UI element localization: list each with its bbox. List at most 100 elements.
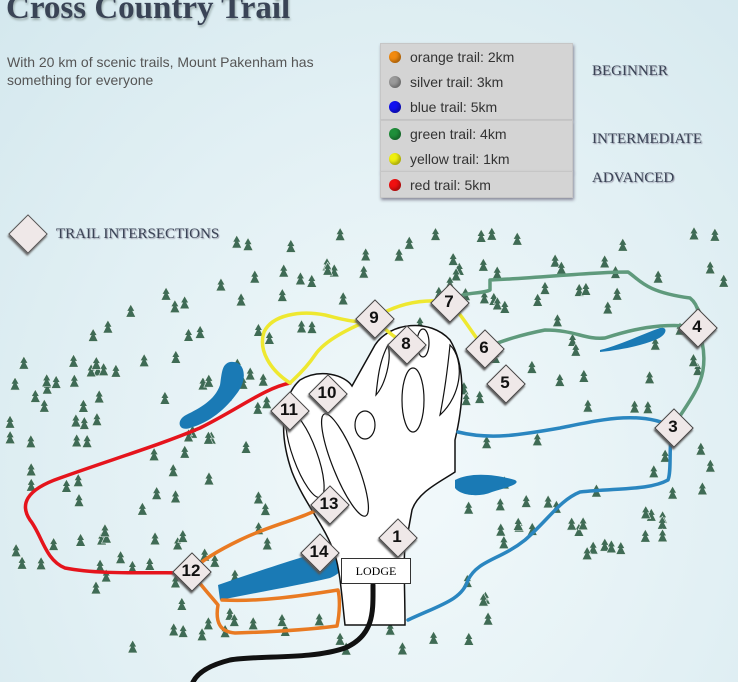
tree-icon [215, 277, 227, 292]
intersection-number: 8 [401, 334, 411, 353]
tree-icon [93, 389, 105, 404]
tree-icon [72, 472, 84, 487]
tree-icon [50, 374, 62, 389]
page-title: Cross Country Trail [6, 0, 291, 26]
tree-icon [170, 349, 182, 364]
legend-item-orange: orange trail: 2km [381, 44, 572, 69]
tree-icon [649, 336, 661, 351]
tree-icon [276, 287, 288, 302]
level-intermediate: INTERMEDIATE [592, 131, 702, 147]
tree-icon [704, 260, 716, 275]
intersection-marker-13[interactable]: 13 [310, 485, 350, 525]
tree-icon [209, 553, 221, 568]
intersection-marker-3[interactable]: 3 [654, 408, 694, 448]
tree-icon [136, 501, 148, 516]
tree-icon [25, 477, 37, 492]
tree-icon [403, 235, 415, 250]
tree-icon [90, 355, 102, 370]
tree-icon [549, 253, 561, 268]
tree-icon [481, 434, 493, 449]
tree-icon [276, 612, 288, 627]
intersection-marker-8[interactable]: 8 [387, 325, 427, 365]
tree-icon [360, 247, 372, 262]
tree-icon [602, 300, 614, 315]
intersection-number: 12 [181, 561, 201, 580]
tree-icon [228, 612, 240, 627]
tree-icon [294, 271, 306, 286]
tree-icon [640, 505, 652, 519]
intersection-number: 14 [309, 542, 329, 561]
tree-icon [611, 286, 623, 301]
tree-icon [70, 413, 82, 428]
tree-icon [263, 330, 275, 345]
tree-icon [167, 462, 179, 477]
legend-item-green: green trail: 4km [381, 121, 572, 146]
tree-icon [486, 226, 498, 241]
tree-icon [605, 539, 617, 554]
tree-icon [159, 390, 171, 405]
tree-icon [531, 432, 543, 446]
intersection-marker-11[interactable]: 11 [270, 391, 310, 431]
tree-icon [573, 282, 585, 297]
tree-icon [278, 263, 290, 278]
tree-icon [102, 319, 114, 334]
tree-icon [261, 394, 273, 409]
tree-icon [587, 540, 599, 555]
tree-icon [477, 592, 489, 607]
tree-icon [179, 295, 191, 310]
tree-icon [68, 373, 80, 388]
legend-item-silver: silver trail: 3km [381, 69, 572, 94]
tree-icon [252, 400, 264, 415]
intersection-marker-6[interactable]: 6 [465, 329, 505, 369]
intersection-marker-5[interactable]: 5 [486, 364, 526, 404]
tree-icon [169, 299, 181, 313]
legend-label: yellow trail: 1km [410, 150, 510, 167]
tree-icon [599, 254, 611, 269]
tree-icon [160, 286, 172, 301]
tree-icon [718, 273, 730, 288]
tree-icon [35, 556, 47, 571]
tree-icon [498, 535, 510, 549]
tree-icon [639, 528, 651, 543]
level-advanced: ADVANCED [592, 170, 675, 186]
tree-icon [252, 490, 264, 505]
tree-icon [249, 269, 261, 284]
tree-icon [41, 373, 53, 388]
page-subtitle: With 20 km of scenic trails, Mount Paken… [7, 54, 314, 88]
tree-icon [25, 462, 37, 477]
tree-icon [463, 631, 475, 646]
tree-icon [90, 580, 102, 595]
intersection-marker-4[interactable]: 4 [678, 308, 718, 348]
intersection-marker-10[interactable]: 10 [308, 374, 348, 414]
legend-item-yellow: yellow trail: 1km [381, 146, 572, 171]
tree-icon [87, 327, 99, 342]
access-road [190, 582, 376, 682]
legend-label: red trail: 5km [410, 176, 491, 193]
tree-icon [25, 434, 37, 449]
tree-icon [337, 291, 349, 306]
tree-icon [240, 439, 252, 454]
tree-icon [491, 296, 503, 311]
tree-icon [60, 478, 72, 493]
tree-icon [532, 292, 544, 307]
tree-icon [495, 522, 507, 537]
silver-dot-icon [389, 75, 401, 88]
intersection-number: 4 [692, 317, 702, 336]
intersection-marker-12[interactable]: 12 [172, 552, 212, 592]
tree-icon [81, 433, 93, 448]
tree-icon [176, 596, 188, 611]
tree-icon [313, 612, 325, 626]
lake-west [179, 361, 244, 429]
tree-icon [110, 363, 122, 378]
intersection-marker-7[interactable]: 7 [430, 283, 470, 323]
intersection-marker-9[interactable]: 9 [355, 299, 395, 339]
intersection-marker-1[interactable]: 1 [378, 518, 418, 558]
tree-icon [252, 322, 264, 337]
lodge-label[interactable]: LODGE [341, 558, 411, 584]
tree-icon [617, 237, 629, 252]
lake-center [455, 474, 517, 496]
tree-icon [577, 516, 589, 531]
legend-label: blue trail: 5km [410, 98, 498, 115]
tree-icon [478, 290, 490, 305]
intersection-marker-14[interactable]: 14 [300, 533, 340, 573]
